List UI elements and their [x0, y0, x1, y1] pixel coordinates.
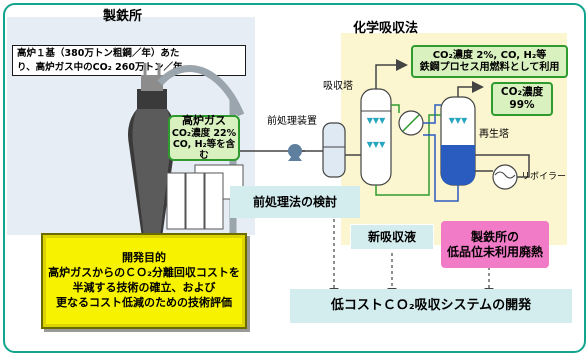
regenerator-column: ▼▼▼: [440, 96, 476, 186]
blast-furnace-gas-box: 高炉ガス CO₂濃度 22% CO, H₂等を含む: [168, 114, 240, 162]
svg-text:▼▼▼: ▼▼▼: [367, 116, 386, 125]
solvent-lines: [375, 104, 530, 202]
co2-product-box: CO₂濃度 99%: [491, 82, 553, 116]
bf-gas-line3: CO, H₂等を含む: [172, 138, 236, 162]
waste-heat-box: 製鉄所の 低品位未利用廃熱: [441, 221, 549, 268]
waste-heat-line1: 製鉄所の: [470, 230, 519, 245]
bf-gas-line1: 高炉ガス: [182, 114, 226, 128]
reboiler-label: リボイラー: [521, 172, 567, 182]
steel-plant-note-line2: り、高炉ガス中のCO₂ 260万トン／年: [17, 62, 183, 73]
pretreatment-label: 前処理装置: [267, 116, 317, 127]
regenerator-label: 再生塔: [479, 129, 509, 140]
off-gas-line1: CO₂濃度 2%, CO, H₂等: [432, 49, 547, 61]
system-development-box: 低コストＣＯ₂吸収システムの開発: [290, 289, 572, 323]
svg-text:▼▼▼: ▼▼▼: [367, 140, 386, 149]
system-development-text: 低コストＣＯ₂吸収システムの開発: [330, 298, 532, 314]
svg-text:▼▼▼: ▼▼▼: [449, 116, 468, 125]
development-purpose-box: 開発目的 高炉ガスからのＣＯ₂分離回収コストを 半減する技術の確立、および 更な…: [41, 233, 247, 329]
purpose-line3: 更なるコスト低減のための技術評価: [56, 295, 232, 309]
pretreatment-study-box: 前処理法の検討: [230, 186, 360, 218]
absorber-column: ▼▼▼ ▼▼▼: [360, 88, 392, 186]
off-gas-box: CO₂濃度 2%, CO, H₂等 鉄鋼プロセス用燃料として利用: [411, 45, 568, 78]
reboiler-icon: [492, 164, 518, 190]
off-gas-line2: 鉄鋼プロセス用燃料として利用: [419, 61, 560, 73]
absorber-label: 吸収塔: [323, 81, 353, 92]
pump-icon: [288, 144, 302, 161]
heat-exchanger-icon: [398, 110, 424, 136]
purpose-line2: 半減する技術の確立、および: [72, 281, 216, 294]
pretreatment-study-text: 前処理法の検討: [252, 194, 337, 209]
co2-product-line1: CO₂濃度: [500, 86, 544, 99]
new-solvent-box: 新吸収液: [350, 224, 434, 250]
pretreatment-unit: [322, 122, 346, 178]
waste-heat-line2: 低品位未利用廃熱: [446, 244, 543, 259]
dashed-arrows: [329, 219, 494, 298]
steel-plant-title: 製鉄所: [103, 9, 143, 24]
bf-gas-line2: CO₂濃度 22%: [171, 127, 237, 139]
purpose-title: 開発目的: [122, 251, 166, 265]
figure-frame: 製鉄所 化学吸収法 高炉１基（380万トン粗鋼／年）あた り、高炉ガス中のCO₂…: [3, 3, 586, 353]
steel-plant-note-line1: 高炉１基（380万トン粗鋼／年）あた: [17, 48, 180, 59]
co2-product-line2: 99%: [509, 99, 535, 111]
purpose-line1: 高炉ガスからのＣＯ₂分離回収コストを: [48, 266, 240, 280]
new-solvent-text: 新吸収液: [367, 229, 416, 244]
chemical-absorption-title: 化学吸収法: [353, 21, 419, 36]
